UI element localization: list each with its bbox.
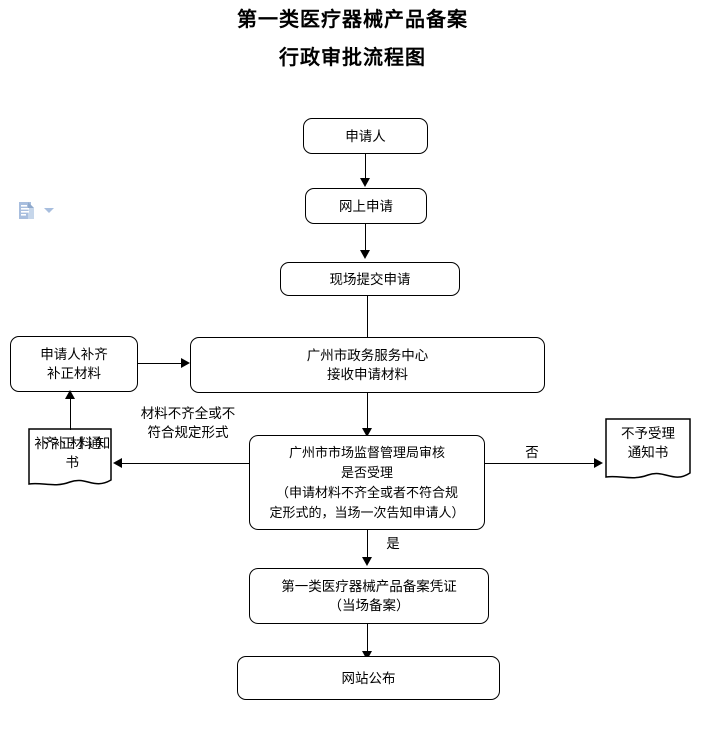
edge-label-incomplete-materials: 材料不齐全或不 符合规定形式 [140, 406, 236, 440]
arrowhead-right [181, 358, 190, 368]
edge-applicant-to-online-application [365, 154, 366, 179]
edge-review-decision-to-supplement-notice [122, 463, 250, 464]
arrowhead-right [594, 458, 603, 468]
node-supplement-notice-label: 补齐补正材料通知书 [34, 436, 110, 470]
arrowhead-down [362, 557, 372, 566]
arrowhead-up [65, 390, 75, 399]
document-title-line-1: 第一类医疗器械产品备案 [237, 9, 468, 31]
node-onsite-submit[interactable]: 现场提交申请 [280, 262, 460, 296]
edge-supplement-notice-to-applicant-supplement [70, 398, 71, 430]
node-review-decision[interactable]: 广州市市场监督管理局审核 是否受理 （申请材料不齐全或者不符合规 定形式的，当场… [249, 435, 485, 530]
node-online-application[interactable]: 网上申请 [305, 188, 427, 224]
edge-review-decision-to-rejection-notice [485, 463, 595, 464]
node-applicant-supplement[interactable]: 申请人补齐 补正材料 [10, 336, 138, 392]
node-website-publish[interactable]: 网站公布 [237, 656, 500, 700]
document-shape-outline [605, 418, 691, 479]
chevron-down-icon[interactable] [44, 208, 54, 213]
edge-review-decision-to-filing-certificate [367, 530, 368, 558]
node-rejection-notice-label: 不予受理 通知书 [621, 426, 675, 460]
document-title-line-2: 行政审批流程图 [279, 47, 426, 69]
edge-applicant-supplement-to-service-center [138, 363, 182, 364]
node-service-center[interactable]: 广州市政务服务中心 接收申请材料 [190, 337, 545, 393]
edge-label-no: 否 [525, 445, 539, 460]
edge-online-application-to-onsite-submit [365, 224, 366, 251]
edge-filing-certificate-to-website-publish [367, 624, 368, 652]
arrowhead-down [362, 428, 372, 437]
edge-onsite-submit-to-service-center [367, 296, 368, 337]
arrowhead-down [362, 651, 372, 660]
arrowhead-down [360, 178, 370, 187]
node-rejection-notice[interactable]: 不予受理 通知书 [605, 418, 691, 484]
paste-options-smart-tag[interactable] [18, 200, 58, 222]
arrowhead-left [113, 458, 122, 468]
edge-service-center-to-review-decision [367, 393, 368, 429]
arrowhead-down [360, 250, 370, 259]
edge-label-yes: 是 [386, 536, 400, 551]
node-supplement-notice[interactable]: 补齐补正材料通知书 [28, 428, 112, 490]
node-applicant[interactable]: 申请人 [303, 118, 428, 154]
node-filing-certificate[interactable]: 第一类医疗器械产品备案凭证 （当场备案） [249, 568, 489, 624]
document-shape-outline [28, 428, 112, 486]
paste-options-icon[interactable] [18, 200, 38, 222]
